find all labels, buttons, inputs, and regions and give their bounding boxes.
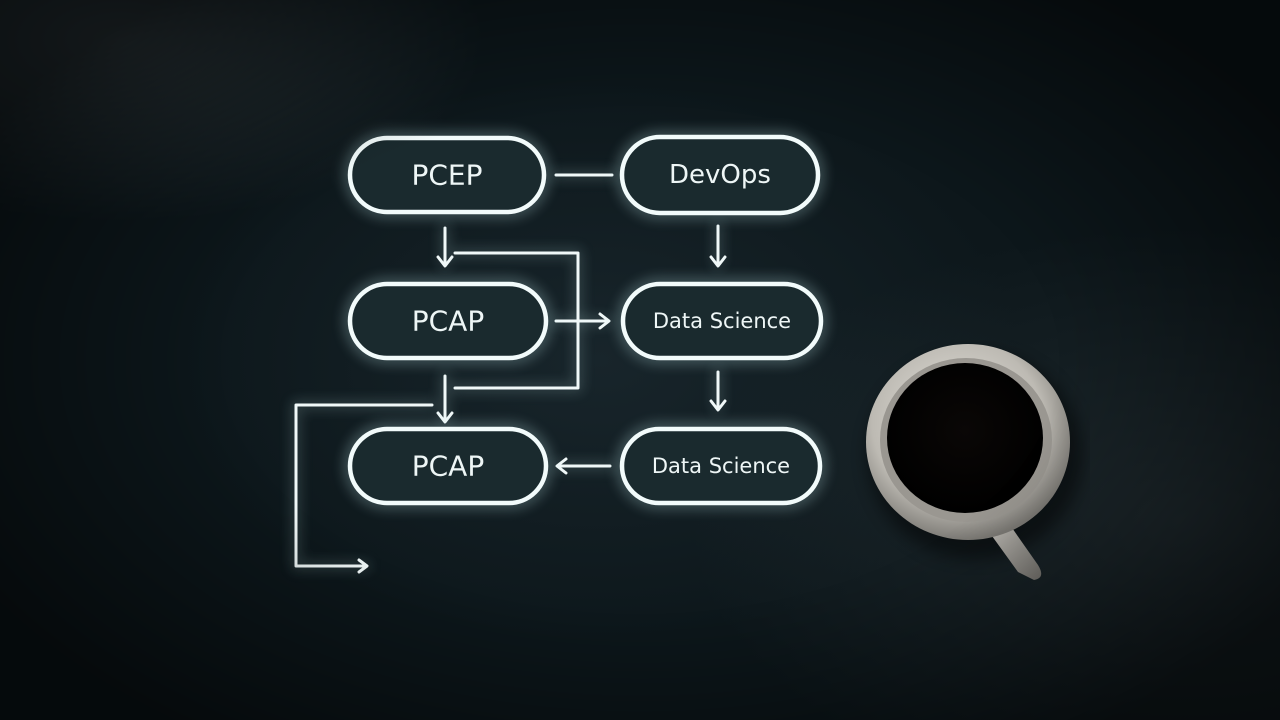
connectors	[294, 173, 727, 574]
node-pcap-bottom-label: PCAP	[412, 450, 484, 483]
node-pcep: PCEP	[343, 131, 551, 219]
node-pcap-middle: PCAP	[343, 277, 553, 365]
node-devops-label: DevOps	[669, 160, 771, 190]
node-pcap-middle-label: PCAP	[412, 305, 484, 338]
node-data-science-bottom-label: Data Science	[652, 454, 790, 478]
node-pcap-bottom: PCAP	[343, 422, 553, 510]
node-data-science-middle-label: Data Science	[653, 309, 791, 333]
node-devops: DevOps	[615, 130, 825, 220]
node-data-science-bottom: Data Science	[615, 422, 827, 510]
coffee-cup-icon	[866, 344, 1083, 580]
node-data-science-middle: Data Science	[616, 277, 828, 365]
node-pcep-label: PCEP	[411, 159, 482, 192]
